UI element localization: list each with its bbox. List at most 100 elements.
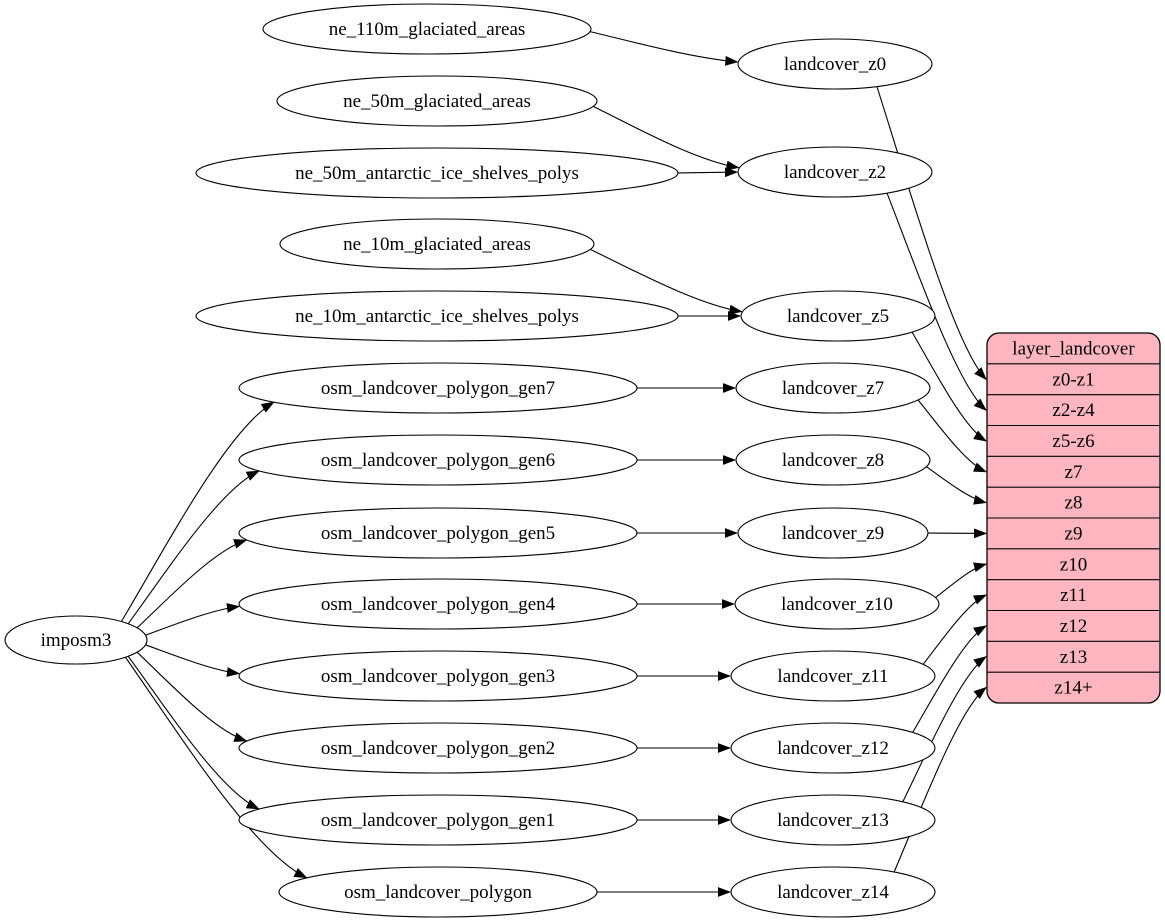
node-shape-ne_50m_glaciated_areas	[276, 75, 598, 127]
node-shape-landcover_z13	[730, 794, 936, 846]
node-shape-landcover_z14	[730, 866, 936, 918]
node-shape-landcover_z7	[735, 362, 931, 414]
node-label-osm_landcover_polygon_gen3: osm_landcover_polygon_gen3	[321, 666, 555, 687]
node-shape-ne_10m_antarctic_ice_shelves_polys	[195, 290, 679, 342]
node-landcover_z5: landcover_z5	[740, 290, 936, 342]
node-shape-landcover_z11	[730, 650, 936, 702]
edge-imposm3-to-osm_landcover_polygon_gen6	[127, 470, 260, 625]
node-osm_landcover_polygon_gen7: osm_landcover_polygon_gen7	[238, 362, 638, 414]
node-label-landcover_z0: landcover_z0	[784, 54, 886, 75]
node-landcover_z11: landcover_z11	[730, 650, 936, 702]
node-label-ne_10m_glaciated_areas: ne_10m_glaciated_areas	[343, 234, 531, 255]
node-label-landcover_z2: landcover_z2	[784, 162, 886, 183]
node-shape-osm_landcover_polygon_gen2	[238, 722, 638, 774]
edge-landcover_z10-to-layer_landcover-z10	[935, 562, 988, 599]
node-shape-landcover_z2	[737, 146, 933, 198]
node-shape-landcover_z12	[730, 722, 936, 774]
table-row-z0-z1: z0-z1	[1052, 369, 1094, 390]
edge-imposm3-to-osm_landcover_polygon_gen5	[136, 539, 248, 629]
node-osm_landcover_polygon_gen5: osm_landcover_polygon_gen5	[238, 507, 638, 559]
node-landcover_z0: landcover_z0	[737, 38, 933, 90]
node-shape-osm_landcover_polygon_gen5	[238, 507, 638, 559]
node-ne_10m_antarctic_ice_shelves_polys: ne_10m_antarctic_ice_shelves_polys	[195, 290, 679, 342]
node-shape-osm_landcover_polygon_gen4	[238, 578, 638, 630]
node-shape-osm_landcover_polygon_gen1	[238, 794, 638, 846]
edge-imposm3-to-osm_landcover_polygon_gen1	[127, 655, 260, 810]
node-shape-ne_10m_glaciated_areas	[279, 218, 595, 270]
node-shape-osm_landcover_polygon_gen6	[238, 434, 638, 486]
table-row-z12: z12	[1060, 616, 1087, 637]
node-label-ne_50m_glaciated_areas: ne_50m_glaciated_areas	[343, 91, 531, 112]
node-landcover_z7: landcover_z7	[735, 362, 931, 414]
table-layer_landcover: layer_landcoverz0-z1z2-z4z5-z6z7z8z9z10z…	[986, 332, 1161, 704]
node-landcover_z13: landcover_z13	[730, 794, 936, 846]
table-row-z7: z7	[1065, 462, 1083, 483]
node-osm_landcover_polygon: osm_landcover_polygon	[278, 866, 598, 918]
node-shape-landcover_z0	[737, 38, 933, 90]
table-row-z9: z9	[1065, 523, 1083, 544]
node-label-landcover_z13: landcover_z13	[777, 810, 889, 831]
table-row-z10: z10	[1060, 554, 1087, 575]
table-row-z11: z11	[1060, 585, 1087, 606]
node-osm_landcover_polygon_gen3: osm_landcover_polygon_gen3	[238, 650, 638, 702]
node-ne_50m_glaciated_areas: ne_50m_glaciated_areas	[276, 75, 598, 127]
node-label-landcover_z10: landcover_z10	[781, 594, 893, 615]
node-shape-landcover_z9	[737, 507, 929, 559]
node-osm_landcover_polygon_gen1: osm_landcover_polygon_gen1	[238, 794, 638, 846]
node-label-landcover_z5: landcover_z5	[787, 306, 889, 327]
table-row-z14+: z14+	[1054, 678, 1092, 699]
node-osm_landcover_polygon_gen2: osm_landcover_polygon_gen2	[238, 722, 638, 774]
edge-landcover_z13-to-layer_landcover-z13	[902, 656, 987, 803]
node-label-ne_50m_antarctic_ice_shelves_polys: ne_50m_antarctic_ice_shelves_polys	[295, 163, 579, 184]
node-label-osm_landcover_polygon_gen2: osm_landcover_polygon_gen2	[321, 738, 555, 759]
edge-imposm3-to-osm_landcover_polygon_gen2	[136, 651, 248, 742]
edge-landcover_z11-to-layer_landcover-z11	[922, 594, 988, 665]
node-label-landcover_z9: landcover_z9	[782, 523, 884, 544]
node-shape-ne_50m_antarctic_ice_shelves_polys	[195, 147, 679, 199]
node-shape-osm_landcover_polygon_gen7	[238, 362, 638, 414]
node-shape-landcover_z5	[740, 290, 936, 342]
node-label-landcover_z14: landcover_z14	[777, 882, 889, 903]
edge-landcover_z2-to-layer_landcover-z2-z4	[886, 192, 987, 411]
node-shape-landcover_z10	[734, 578, 940, 630]
node-shape-imposm3	[4, 615, 148, 665]
edge-ne_10m_glaciated_areas-to-landcover_z5	[590, 248, 743, 315]
node-ne_10m_glaciated_areas: ne_10m_glaciated_areas	[279, 218, 595, 270]
node-label-landcover_z8: landcover_z8	[782, 450, 884, 471]
node-ne_110m_glaciated_areas: ne_110m_glaciated_areas	[262, 3, 592, 55]
edge-landcover_z0-to-layer_landcover-z0-z1	[876, 86, 987, 381]
edge-ne_110m_glaciated_areas-to-landcover_z0	[589, 31, 739, 66]
edge-imposm3-to-osm_landcover_polygon_gen3	[145, 644, 241, 677]
table-row-z13: z13	[1060, 647, 1087, 668]
node-imposm3: imposm3	[4, 615, 148, 665]
edge-ne_50m_glaciated_areas-to-landcover_z2	[592, 105, 740, 171]
edge-landcover_z7-to-layer_landcover-z7	[917, 399, 988, 473]
node-shape-osm_landcover_polygon	[278, 866, 598, 918]
edge-imposm3-to-osm_landcover_polygon_gen4	[145, 603, 241, 636]
node-osm_landcover_polygon_gen6: osm_landcover_polygon_gen6	[238, 434, 638, 486]
node-label-landcover_z11: landcover_z11	[777, 666, 888, 687]
node-landcover_z10: landcover_z10	[734, 578, 940, 630]
node-shape-ne_110m_glaciated_areas	[262, 3, 592, 55]
node-landcover_z14: landcover_z14	[730, 866, 936, 918]
node-landcover_z12: landcover_z12	[730, 722, 936, 774]
node-label-landcover_z12: landcover_z12	[777, 738, 889, 759]
node-landcover_z2: landcover_z2	[737, 146, 933, 198]
node-label-osm_landcover_polygon_gen4: osm_landcover_polygon_gen4	[321, 594, 556, 615]
node-label-osm_landcover_polygon_gen6: osm_landcover_polygon_gen6	[321, 450, 555, 471]
node-ne_50m_antarctic_ice_shelves_polys: ne_50m_antarctic_ice_shelves_polys	[195, 147, 679, 199]
node-label-osm_landcover_polygon_gen1: osm_landcover_polygon_gen1	[321, 810, 555, 831]
node-label-osm_landcover_polygon_gen7: osm_landcover_polygon_gen7	[321, 378, 555, 399]
node-osm_landcover_polygon_gen4: osm_landcover_polygon_gen4	[238, 578, 638, 630]
node-label-imposm3: imposm3	[41, 630, 112, 651]
table-title: layer_landcover	[1012, 338, 1135, 359]
table-row-z8: z8	[1065, 493, 1083, 514]
edge-landcover_z5-to-layer_landcover-z5-z6	[911, 331, 987, 442]
edge-landcover_z8-to-layer_landcover-z8	[926, 466, 988, 505]
node-label-ne_10m_antarctic_ice_shelves_polys: ne_10m_antarctic_ice_shelves_polys	[295, 306, 579, 327]
node-label-osm_landcover_polygon_gen5: osm_landcover_polygon_gen5	[321, 523, 555, 544]
node-shape-osm_landcover_polygon_gen3	[238, 650, 638, 702]
node-shape-landcover_z8	[735, 434, 931, 486]
